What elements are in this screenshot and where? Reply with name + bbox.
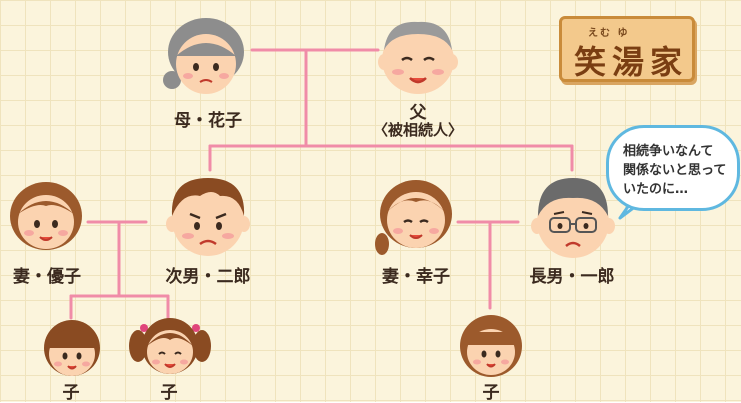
child-boy-face: [44, 320, 100, 376]
speech-bubble: 相続争いなんて 関係ないと思って いたのに…: [606, 125, 740, 211]
family-name-sign: えむ ゆ 笑湯家: [559, 16, 695, 82]
ichiro-label: 長男・一郎: [529, 267, 615, 287]
father-label: 父: [409, 103, 427, 123]
jiro-wife-label: 妻・優子: [13, 267, 81, 287]
child-girl-face: [460, 315, 522, 377]
bubble-line-3: いたのに…: [623, 182, 689, 197]
jiro-wife-face: [10, 182, 82, 250]
grandmother-face: [163, 18, 244, 94]
sign-ruby: えむ ゆ: [588, 28, 630, 39]
child1-label: 子: [62, 383, 80, 403]
sign-title: 笑湯家: [574, 43, 689, 81]
father-sublabel: 〈被相続人〉: [372, 121, 463, 139]
ichiro-wife-label: 妻・幸子: [382, 267, 450, 287]
jiro-face: [166, 178, 250, 256]
grandfather-face: [378, 21, 458, 94]
child3-label: 子: [482, 383, 500, 403]
jiro-label: 次男・二郎: [165, 267, 251, 287]
ichiro-wife-face: [375, 180, 452, 255]
child-girl-pigtails-face: [129, 318, 211, 374]
bubble-line-2: 関係ないと思って: [623, 163, 727, 178]
mother-label: 母・花子: [174, 111, 242, 131]
bubble-line-1: 相続争いなんて: [623, 144, 714, 159]
child2-label: 子: [160, 383, 178, 403]
ichiro-face: [531, 178, 615, 258]
